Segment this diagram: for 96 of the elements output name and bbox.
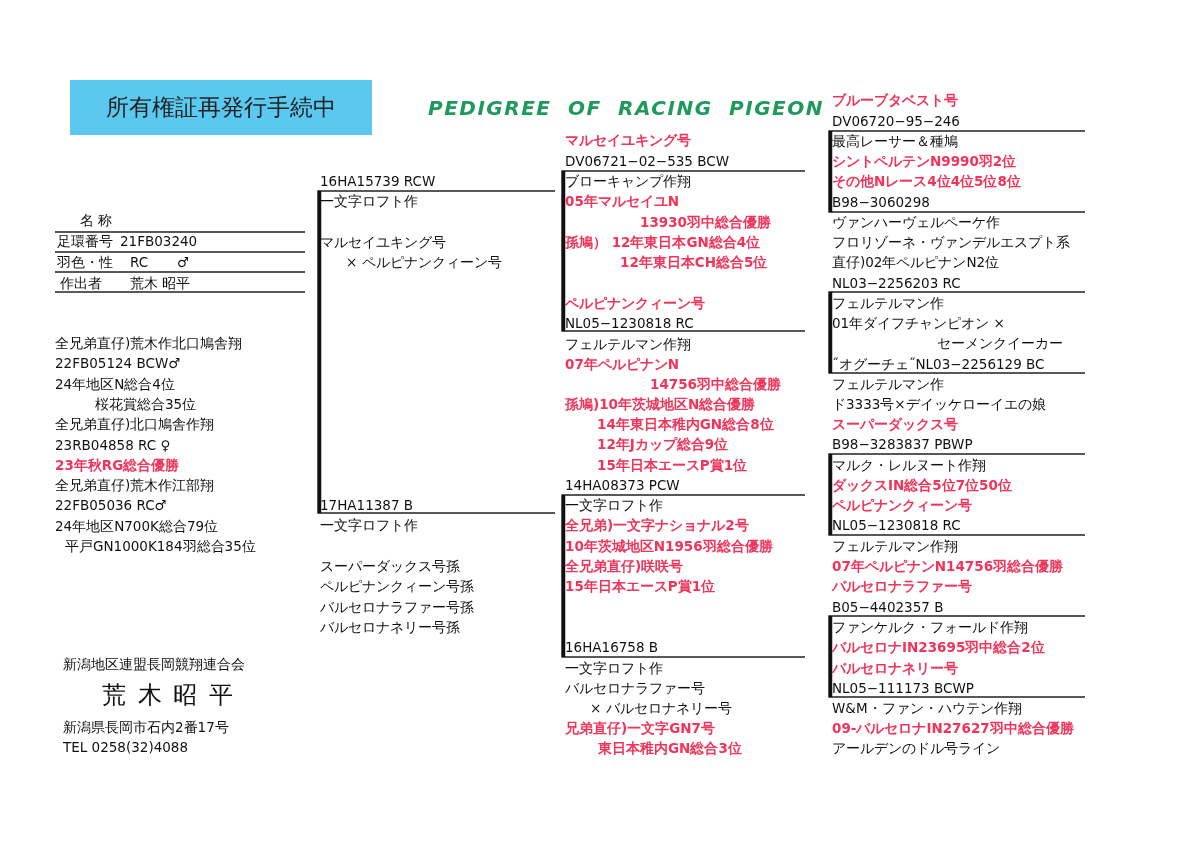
pedigree-entry: ブローキャンプ作翔 <box>565 172 691 190</box>
pedigree-entry: DV06721−02−535 BCW <box>565 152 729 170</box>
pedigree-entry: マルセイユキング号 <box>565 131 691 149</box>
pedigree-entry: ˝オグーチェ˝NL03−2256129 BC <box>832 355 1045 373</box>
ring-number: 21FB03240 <box>120 232 198 250</box>
note-text: 桜花賞総合35位 <box>95 395 197 413</box>
sex-symbol: ♂ <box>177 253 190 271</box>
note-text: 24年地区N総合4位 <box>55 375 175 393</box>
address-text: 新潟県長岡市石内2番17号 <box>63 718 229 736</box>
note-text: 平戸GN1000K184羽総合35位 <box>65 537 256 555</box>
pedigree-entry: フェルテルマン作翔 <box>565 335 691 353</box>
note-text: 全兄弟直仔)北口鳩舎作翔 <box>55 415 215 433</box>
note-text: 24年地区N700K総合79位 <box>55 517 219 535</box>
note-text: 全兄弟直仔)荒木作北口鳩舎翔 <box>55 334 243 352</box>
pedigree-entry: 07年ペルピナンN14756羽総合優勝 <box>832 557 1064 575</box>
phone-number: TEL 0258(32)4088 <box>63 738 188 756</box>
pedigree-entry: 13930羽中総合優勝 <box>640 213 771 231</box>
note-text: 22FB05124 BCW♂ <box>55 354 181 372</box>
pedigree-entry: マルク・レルヌート作翔 <box>832 456 986 474</box>
pedigree-entry: ヴァンハーヴェルペーケ作 <box>832 213 1000 231</box>
pedigree-entry: バルセロナネリー号孫 <box>320 618 460 636</box>
breeder-name: 荒 木 昭 平 <box>102 681 235 709</box>
pedigree-entry: フェルテルマン作翔 <box>832 537 958 555</box>
pedigree-entry: 15年日本エースP賞1位 <box>565 577 716 595</box>
pedigree-entry: 12年東日本CH総合5位 <box>620 253 768 271</box>
pedigree-entry: セーメンクイーカー <box>937 334 1063 352</box>
pedigree-entry: 10年茨城地区N1956羽総合優勝 <box>565 537 773 555</box>
pedigree-entry: 全兄弟)一文字ナショナル2号 <box>565 516 749 534</box>
pedigree-entry: シントペルテンN9990羽2位 <box>832 152 1017 170</box>
pedigree-entry: 16HA16758 B <box>565 638 659 656</box>
note-text: 23RB04858 RC ♀ <box>55 436 171 454</box>
pedigree-entry: ド3333号×デイッケローイエの娘 <box>832 395 1046 413</box>
pedigree-entry: 12年Jカップ総合9位 <box>597 435 729 453</box>
page-title: PEDIGREE OF RACING PIGEON <box>428 96 824 120</box>
pedigree-entry: 01年ダイフチャンピオン × <box>832 314 1005 332</box>
pedigree-entry: 孫鳩)10年茨城地区N総合優勝 <box>565 395 756 413</box>
pedigree-entry: 全兄弟直仔)咲咲号 <box>565 557 684 575</box>
pedigree-entry: ペルピナンクィーン号孫 <box>320 577 474 595</box>
pedigree-entry: 一文字ロフト作 <box>565 659 663 677</box>
pedigree-entry: ダックスIN総合5位7位50位 <box>832 476 1012 494</box>
pedigree-entry: 孫鳩） 12年東日本GN総合4位 <box>565 233 761 251</box>
form-label: 作出者 <box>60 274 102 292</box>
pedigree-entry: スーパーダックス号 <box>832 415 958 433</box>
pedigree-entry: 兄弟直仔)一文字GN7号 <box>565 719 715 737</box>
pedigree-entry: 05年マルセイユN <box>565 192 680 210</box>
pedigree-entry: フェルテルマン作 <box>832 294 944 312</box>
pedigree-entry: × バルセロナネリー号 <box>590 699 732 717</box>
pedigree-entry: バルセロナラファー号 <box>832 577 972 595</box>
pedigree-entry: 09-バルセロナIN27627羽中総合優勝 <box>832 719 1074 737</box>
form-label: 羽色・性 <box>57 253 113 271</box>
note-text: 23年秋RG総合優勝 <box>55 456 180 474</box>
pedigree-entry: NL05−1230818 RC <box>565 314 694 332</box>
pedigree-entry: フロリゾーネ・ヴァンデルエスプト系 <box>832 233 1070 251</box>
pedigree-entry: 一文字ロフト作 <box>320 192 418 210</box>
pedigree-entry: ペルピナンクィーン号 <box>565 294 705 312</box>
form-label: 足環番号 <box>57 232 113 250</box>
pedigree-entry: B98−3283837 PBWP <box>832 435 973 453</box>
color-code: RC <box>130 253 149 271</box>
pedigree-entry: NL05−111173 BCWP <box>832 679 974 697</box>
pedigree-entry: 最高レーサー＆種鳩 <box>832 132 958 150</box>
note-text: 全兄弟直仔)荒木作江部翔 <box>55 476 215 494</box>
pedigree-entry: 東日本稚内GN総合3位 <box>598 739 742 757</box>
pedigree-entry: バルセロナラファー号 <box>565 679 705 697</box>
pedigree-entry: 17HA11387 B <box>320 496 414 514</box>
pedigree-entry: NL05−1230818 RC <box>832 516 961 534</box>
pedigree-entry: その他Nレース4位4位5位8位 <box>832 172 1021 190</box>
sticky-note: 所有権証再発行手続中 <box>70 80 372 135</box>
pedigree-entry: W&M・ファン・ハウテン作翔 <box>832 699 1022 717</box>
pedigree-entry: ファンケルク・フォールド作翔 <box>832 618 1028 636</box>
pedigree-entry: 07年ペルピナンN <box>565 355 680 373</box>
pedigree-entry: バルセロナIN23695羽中総合2位 <box>832 638 1045 656</box>
pedigree-entry: 直仔)02年ペルピナンN2位 <box>832 253 1000 271</box>
pedigree-entry: 16HA15739 RCW <box>320 172 436 190</box>
pedigree-entry: スーパーダックス号孫 <box>320 557 460 575</box>
pedigree-entry: 一文字ロフト作 <box>565 496 663 514</box>
pedigree-entry: フェルテルマン作 <box>832 375 944 393</box>
pedigree-entry: バルセロナネリー号 <box>832 659 958 677</box>
pedigree-entry: B05−4402357 B <box>832 598 944 616</box>
pedigree-entry: 14756羽中総合優勝 <box>650 375 781 393</box>
pedigree-entry: DV06720−95−246 <box>832 112 960 130</box>
pedigree-entry: 一文字ロフト作 <box>320 516 418 534</box>
pedigree-entry: 14HA08373 PCW <box>565 476 680 494</box>
pedigree-entry: ブルーブタベスト号 <box>832 91 958 109</box>
association-name: 新潟地区連盟長岡競翔連合会 <box>63 655 245 673</box>
pedigree-entry: NL03−2256203 RC <box>832 274 961 292</box>
pedigree-entry: 14年東日本稚内GN総合8位 <box>597 415 774 433</box>
pedigree-entry: B98−3060298 <box>832 193 930 211</box>
pedigree-entry: ペルピナンクィーン号 <box>832 496 972 514</box>
breeder-name: 荒木 昭平 <box>130 274 191 292</box>
pedigree-entry: バルセロナラファー号孫 <box>320 598 474 616</box>
pedigree-entry: アールデンのドル号ライン <box>832 739 1000 757</box>
pedigree-entry: 15年日本エースP賞1位 <box>597 456 748 474</box>
pedigree-entry: × ペルピナンクィーン号 <box>346 253 502 271</box>
form-label: 名 称 <box>80 211 113 229</box>
pedigree-entry: マルセイユキング号 <box>320 233 446 251</box>
note-text: 22FB05036 RC♂ <box>55 496 167 514</box>
